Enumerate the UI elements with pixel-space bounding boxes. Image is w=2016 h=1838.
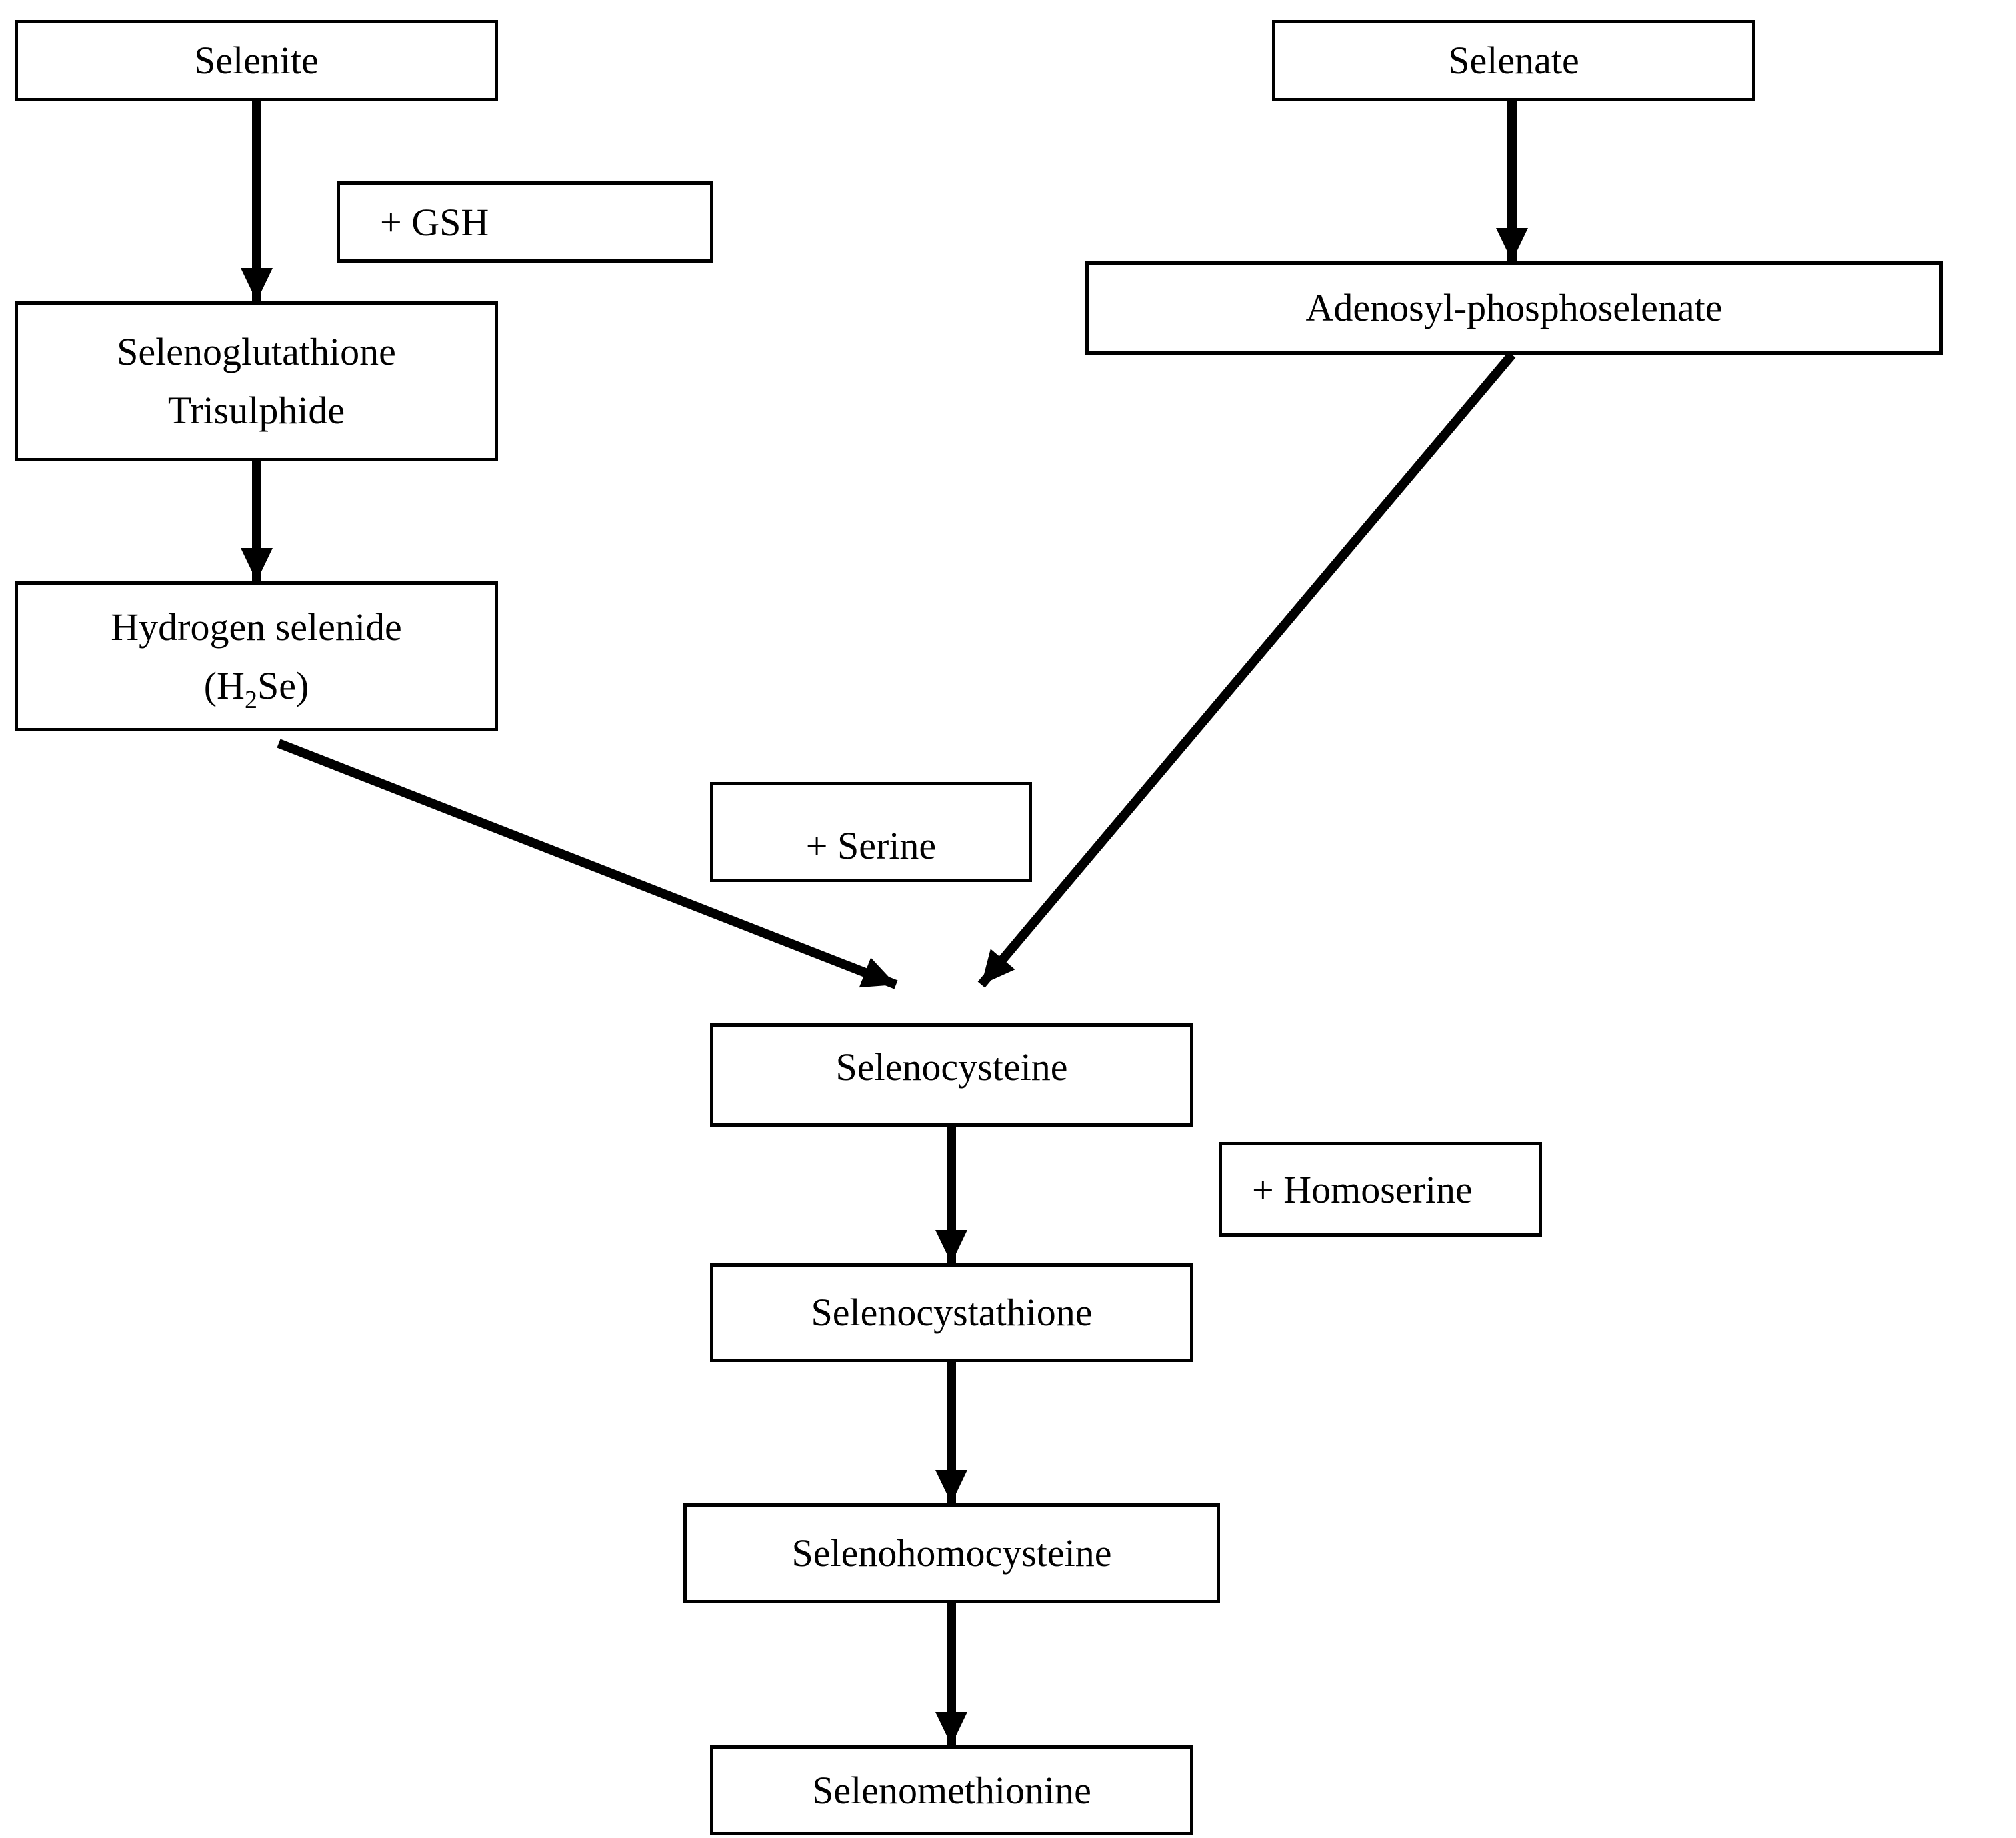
arrow-hydrogen-selenide-to-selenocysteine bbox=[277, 739, 898, 989]
node-selenomethionine: Selenomethionine bbox=[710, 1745, 1193, 1835]
arrow-adenosyl-phosphoselenate-to-selenocysteine bbox=[977, 351, 1516, 988]
node-selenoglutathione-label-line1: Selenoglutathione bbox=[117, 330, 396, 373]
reagent-homoserine: + Homoserine bbox=[1219, 1142, 1542, 1237]
node-hydrogen-selenide: Hydrogen selenide (H2Se) bbox=[15, 581, 498, 731]
node-selenite-label: Selenite bbox=[194, 39, 319, 82]
h2se-open: (H bbox=[203, 663, 245, 707]
node-selenocystathione: Selenocystathione bbox=[710, 1263, 1193, 1362]
node-selenocystathione-label: Selenocystathione bbox=[811, 1291, 1093, 1334]
node-selenocysteine: Selenocysteine bbox=[710, 1023, 1193, 1127]
h2se-subscript: 2 bbox=[244, 685, 257, 714]
node-h2se-formula: (H2Se) bbox=[204, 657, 309, 715]
node-selenomethionine-label: Selenomethionine bbox=[812, 1768, 1091, 1812]
node-selenate-label: Selenate bbox=[1448, 39, 1579, 82]
node-selenite: Selenite bbox=[15, 20, 498, 101]
node-hydrogen-selenide-label: Hydrogen selenide bbox=[111, 605, 402, 649]
reagent-gsh-label: + GSH bbox=[380, 200, 489, 244]
node-selenoglutathione-label-line2: Trisulphide bbox=[167, 389, 345, 432]
reagent-gsh: + GSH bbox=[337, 181, 713, 263]
node-selenohomocysteine-label: Selenohomocysteine bbox=[791, 1531, 1112, 1575]
h2se-close: Se) bbox=[257, 663, 309, 707]
node-adenosyl-phosphoselenate: Adenosyl-phosphoselenate bbox=[1085, 261, 1943, 355]
node-selenocysteine-label: Selenocysteine bbox=[835, 1045, 1068, 1089]
reagent-serine: + Serine bbox=[710, 782, 1032, 882]
reagent-homoserine-label: + Homoserine bbox=[1252, 1167, 1473, 1211]
node-selenohomocysteine: Selenohomocysteine bbox=[683, 1503, 1220, 1603]
node-adenosyl-phosphoselenate-label: Adenosyl-phosphoselenate bbox=[1305, 286, 1723, 329]
reagent-serine-label: + Serine bbox=[805, 823, 937, 867]
node-selenate: Selenate bbox=[1272, 20, 1755, 101]
node-selenoglutathione-trisulphide: Selenoglutathione Trisulphide bbox=[15, 301, 498, 461]
